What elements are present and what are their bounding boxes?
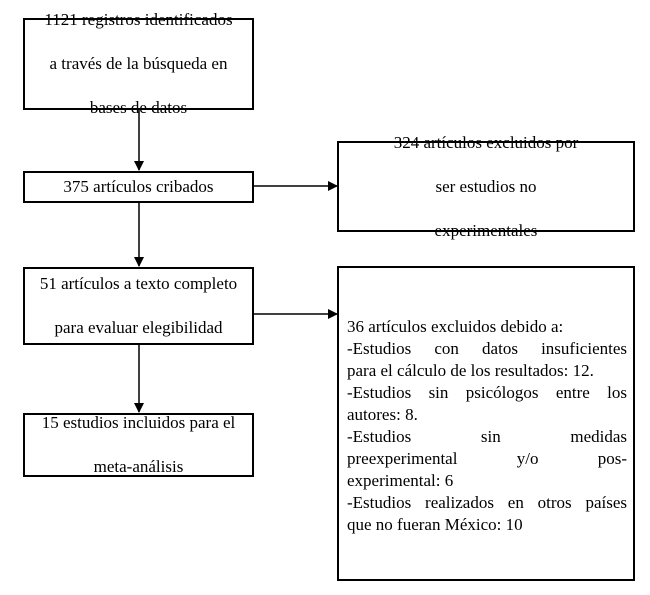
excluded-reasons-heading: 36 artículos excluidos debido a: <box>347 317 564 336</box>
reason-no-psychologists-line-1: -Estudios sin psicólogos entre los <box>347 383 627 402</box>
reason-no-measures-line-3: experimental: 6 <box>347 471 454 490</box>
studies-included-line-1: 15 estudios incluidos para el <box>41 413 236 432</box>
reason-insufficient-data-line-2: para el cálculo de los resultados: 12. <box>347 361 594 380</box>
records-identified-line-1: 1121 registros identificados <box>44 10 233 29</box>
reason-no-psychologists-line-2: autores: 8. <box>347 405 418 424</box>
excluded-non-experimental-box: 324 artículos excluidos por ser estudios… <box>337 133 635 240</box>
excluded-non-experimental-line-1: 324 artículos excluidos por <box>393 132 579 152</box>
reason-other-countries-line-2: que no fueran México: 10 <box>347 515 523 534</box>
excluded-reasons-box: 36 artículos excluidos debido a: -Estudi… <box>337 266 635 581</box>
full-text-articles-box: 51 artículos a texto completo para evalu… <box>23 267 254 345</box>
reason-no-measures-line-2: preexperimental y/o pos- <box>347 449 627 468</box>
reason-no-measures-line-1: -Estudios sin medidas <box>347 427 627 446</box>
full-text-articles-line-2: para evaluar elegibilidad <box>54 318 223 337</box>
articles-screened-text: 375 artículos cribados <box>63 177 214 196</box>
reason-insufficient-data-line-1: -Estudios con datos insuficientes <box>347 339 627 358</box>
records-identified-line-3: bases de datos <box>89 98 188 117</box>
studies-included-box: 15 estudios incluidos para el meta-análi… <box>23 413 254 477</box>
excluded-non-experimental-line-3: experimentales <box>434 220 538 240</box>
studies-included-line-2: meta-análisis <box>93 457 184 476</box>
records-identified-box: 1121 registros identificados a través de… <box>23 10 254 117</box>
excluded-non-experimental-line-2: ser estudios no <box>435 176 537 196</box>
reason-other-countries-line-1: -Estudios realizados en otros países <box>347 493 627 512</box>
records-identified-line-2: a través de la búsqueda en <box>49 54 228 73</box>
full-text-articles-line-1: 51 artículos a texto completo <box>39 274 238 293</box>
articles-screened-box: 375 artículos cribados <box>23 171 254 203</box>
